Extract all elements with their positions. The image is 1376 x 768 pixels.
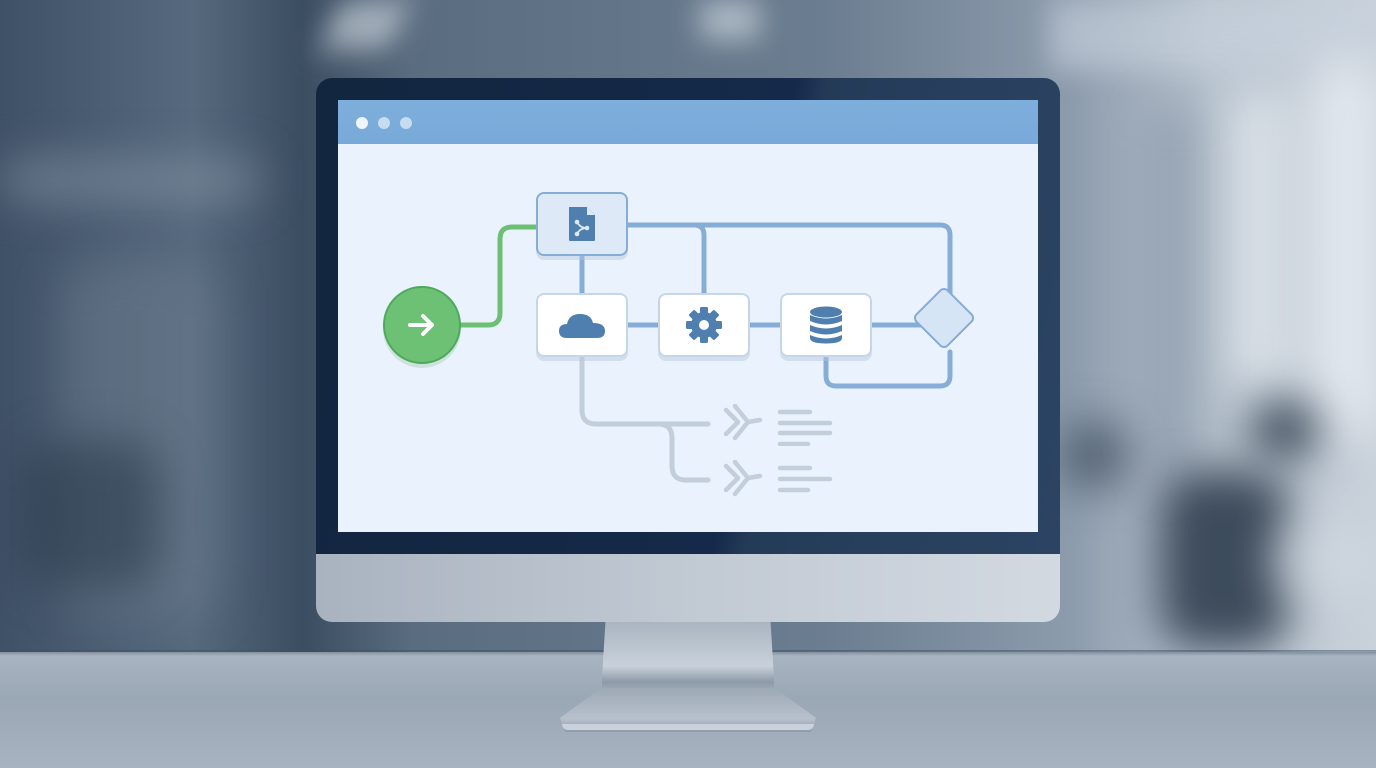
file-share-icon [569, 207, 595, 241]
output-item-1[interactable] [718, 402, 838, 447]
blurred-chair-left [20, 440, 160, 590]
workflow-connectors [457, 222, 953, 483]
ceiling-light [1050, 0, 1376, 70]
file-node[interactable] [536, 192, 628, 256]
blurred-person-right [1250, 400, 1320, 460]
app-window [338, 100, 1038, 532]
settings-node[interactable] [658, 293, 750, 357]
blurred-chair-mid [1060, 420, 1130, 490]
merge-arrows-icon [723, 459, 833, 497]
blurred-chair-right [1160, 470, 1290, 650]
blurred-desk-right [1270, 520, 1376, 600]
monitor [316, 78, 1060, 622]
ceiling-light [700, 0, 760, 40]
close-dot[interactable] [356, 117, 368, 129]
database-node[interactable] [780, 293, 872, 357]
merge-arrows-icon [723, 403, 833, 447]
maximize-dot[interactable] [400, 117, 412, 129]
database-icon [810, 306, 842, 344]
cloud-node[interactable] [536, 293, 628, 357]
workflow-canvas[interactable] [338, 144, 1038, 532]
monitor-stand-lip [562, 724, 814, 730]
window-titlebar[interactable] [338, 100, 1038, 144]
blurred-window-frame [0, 160, 260, 200]
output-item-2[interactable] [718, 458, 838, 498]
gear-icon [686, 307, 722, 343]
window-controls [356, 117, 412, 129]
arrow-right-icon [408, 314, 434, 336]
blurred-window-right [1310, 60, 1376, 440]
minimize-dot[interactable] [378, 117, 390, 129]
cloud-icon [559, 314, 605, 338]
blurred-pillar [1150, 100, 1200, 480]
monitor-chin [316, 554, 1060, 622]
blurred-window-right [1230, 90, 1290, 390]
start-trigger-node[interactable] [383, 286, 461, 364]
monitor-bezel [316, 78, 1060, 554]
